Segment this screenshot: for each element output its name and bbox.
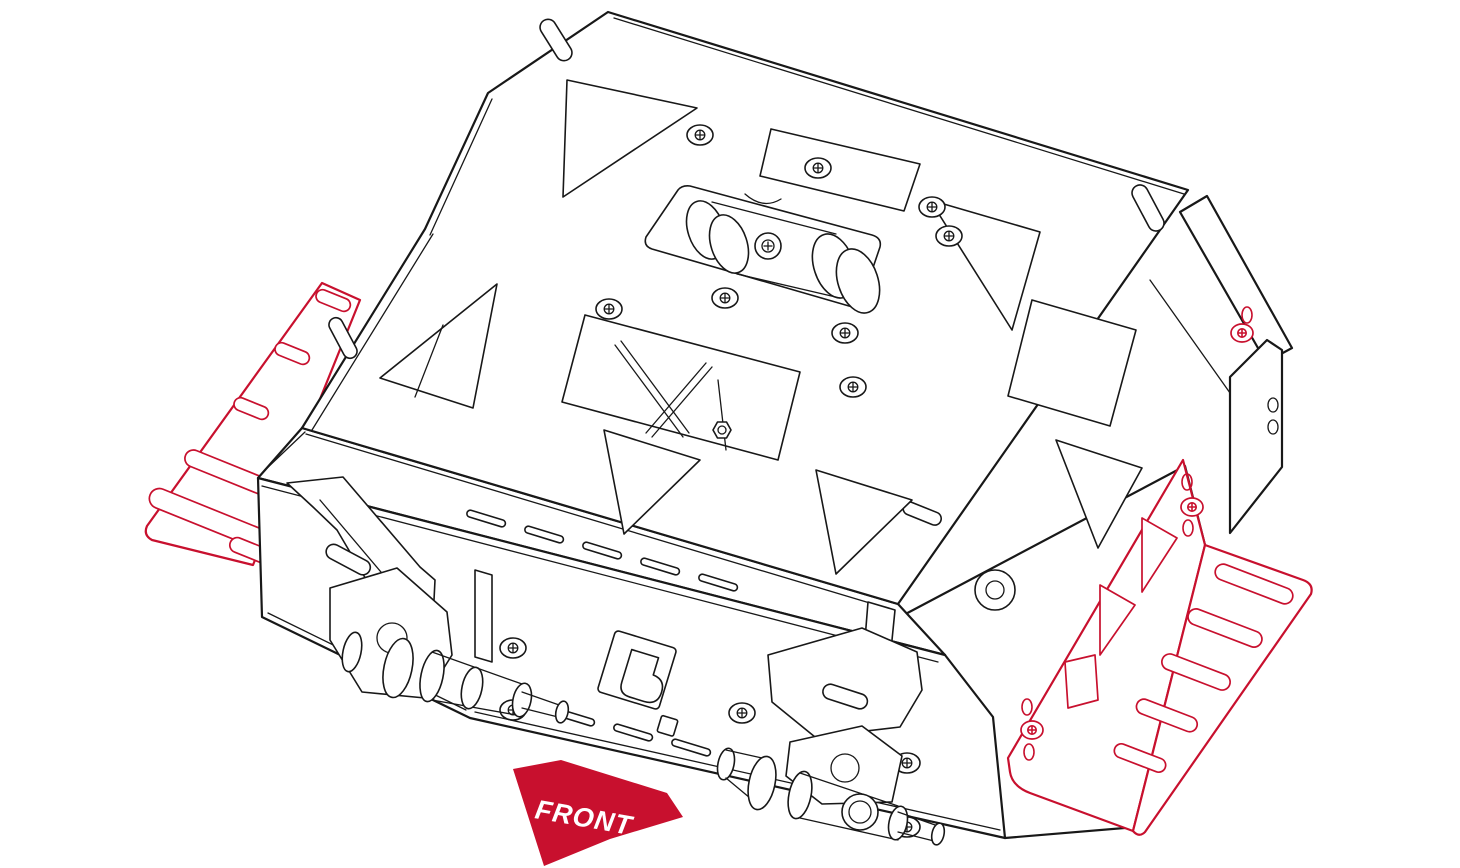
right-actuator xyxy=(716,725,946,846)
left-mounting-bracket-highlight xyxy=(144,281,362,571)
right-rear-frame xyxy=(1149,194,1294,535)
support-arm xyxy=(1178,194,1294,364)
truss-opening xyxy=(561,314,801,461)
universal-joint xyxy=(644,185,882,314)
left-actuator xyxy=(329,567,570,724)
brand-logo-icon xyxy=(597,630,679,737)
plate-cutouts xyxy=(379,79,1143,575)
top-plate xyxy=(300,10,1190,606)
right-mounting-bracket-highlight xyxy=(1006,306,1313,836)
front-arrow-icon: FRONT xyxy=(513,760,683,866)
side-panel xyxy=(1228,338,1284,535)
right-rocker-bracket xyxy=(767,601,923,738)
vertical-link-bar xyxy=(474,569,493,663)
pivot-bolt xyxy=(974,569,1016,611)
